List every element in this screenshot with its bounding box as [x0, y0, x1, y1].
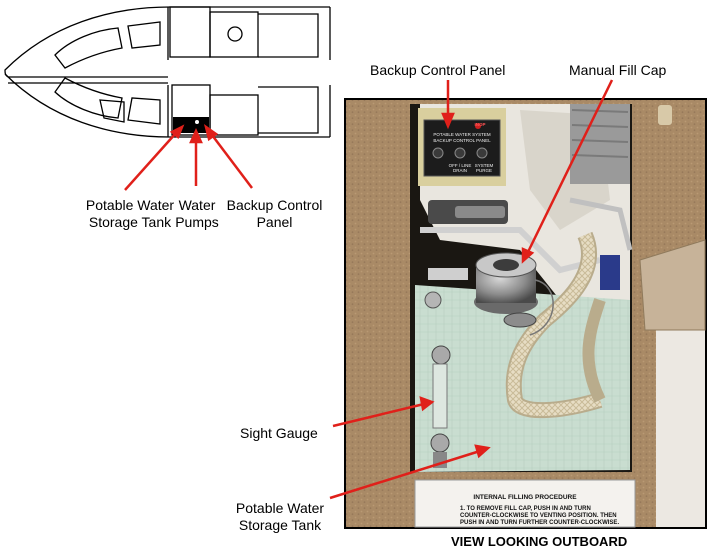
photo	[344, 98, 707, 529]
label-potable-water-storage-tank-top: Potable Water Storage Tank	[85, 197, 175, 230]
backup-control-panel	[418, 108, 506, 186]
plaque-line-3: PUSH IN AND TURN FURTHER COUNTER-CLOCKWI…	[460, 520, 620, 526]
plaque-line-1: 1. TO REMOVE FILL CAP, PUSH IN AND TURN	[460, 506, 591, 512]
panel-logo: INOP	[474, 122, 486, 127]
panel-header-line-1: POTABLE WATER SYSTEM	[433, 132, 491, 137]
view-caption: VIEW LOOKING OUTBOARD	[451, 534, 628, 549]
water-storage-bag	[415, 285, 630, 472]
fuselage-lower-outline	[4, 73, 330, 138]
sight-gauge	[424, 291, 451, 468]
label-potable-water-storage-tank-photo: Potable Water Storage Tank	[235, 500, 325, 533]
panel-header-line-2: BACKUP CONTROL PANEL	[433, 138, 491, 143]
filling-procedure-plaque	[414, 479, 636, 528]
plaque-title: INTERNAL FILLING PROCEDURE	[473, 494, 577, 501]
manual-fill-cap	[474, 252, 554, 336]
label-water-pumps: Water Pumps	[175, 197, 219, 230]
label-sight-gauge: Sight Gauge	[240, 425, 318, 441]
top-view-arrows	[124, 124, 253, 191]
aircraft-top-view	[4, 6, 331, 138]
backup-panel-marker	[195, 120, 199, 124]
label-backup-control-panel-top: Backup Control Panel	[226, 197, 323, 230]
label-backup-control-panel-photo: Backup Control Panel	[370, 62, 506, 78]
panel-switch-off-line-drain: OFF / LINE DRAIN	[448, 163, 472, 173]
plaque-line-2: COUNTER-CLOCKWISE TO VENTING POSITION. T…	[460, 513, 617, 519]
photo-arrows	[329, 79, 614, 500]
label-manual-fill-cap: Manual Fill Cap	[569, 62, 667, 78]
panel-switch-system-purge: SYSTEM PURGE	[474, 163, 494, 173]
